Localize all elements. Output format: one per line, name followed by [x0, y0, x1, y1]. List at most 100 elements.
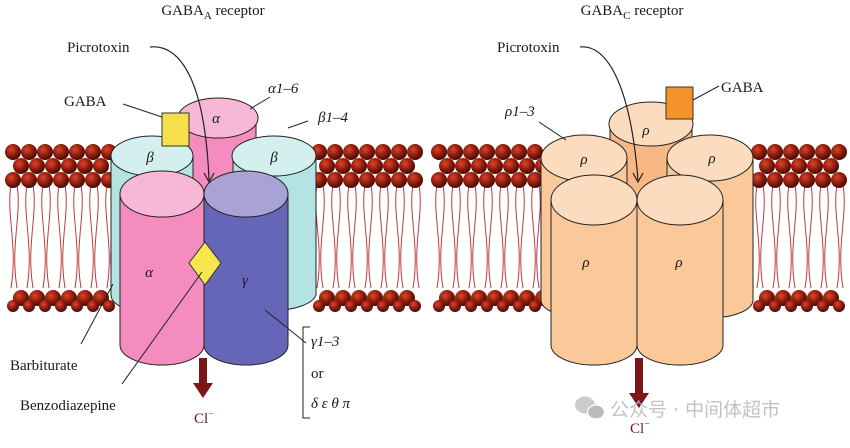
lipid-head: [77, 158, 93, 174]
lipid-head: [759, 158, 775, 174]
lipid-tail: [440, 184, 445, 289]
lipid-head: [69, 172, 85, 188]
lipid-tail: [771, 184, 776, 289]
lipid-tail: [776, 184, 781, 289]
rho-front-right-label: ρ: [674, 255, 682, 271]
gaba-a-panel: GABAA receptor α β β α: [10, 3, 351, 427]
lipid-head: [799, 144, 815, 160]
benzodiazepine-ligand-diamond: [188, 241, 222, 286]
lipid-tail: [808, 184, 813, 289]
lipid-head: [343, 144, 359, 160]
membrane-segment: [751, 144, 847, 312]
lipid-head: [513, 300, 525, 312]
gaba-c-gaba-label: GABA: [721, 80, 764, 96]
gaba-leader-line: [122, 103, 163, 118]
rho-front-left-label: ρ: [581, 255, 589, 271]
lipid-head: [359, 172, 375, 188]
picrotoxin-leader-line: [149, 46, 210, 181]
gaba-c-picrotoxin-label: Picrotoxin: [497, 40, 560, 56]
lipid-head: [313, 300, 325, 312]
lipid-tail: [536, 184, 541, 289]
lipid-head: [495, 172, 511, 188]
lipid-head: [319, 158, 335, 174]
lipid-tail: [57, 184, 62, 289]
lipid-head: [497, 300, 509, 312]
beta-right-label: β: [269, 150, 278, 166]
lipid-head: [495, 144, 511, 160]
lipid-tail: [488, 184, 493, 289]
lipid-tail: [472, 184, 477, 289]
lipid-head: [37, 172, 53, 188]
lipid-head: [465, 300, 477, 312]
subunit-front-alpha: α: [119, 170, 205, 366]
lipid-tail: [73, 184, 78, 289]
lipid-head: [519, 158, 535, 174]
lipid-tail: [94, 184, 99, 289]
lipid-head: [21, 172, 37, 188]
lipid-tail: [824, 184, 829, 289]
lipid-head: [29, 158, 45, 174]
lipid-tail: [384, 184, 389, 289]
picrotoxin-label: Picrotoxin: [67, 40, 130, 56]
benzodiazepine-leader-line: [121, 271, 203, 385]
lipid-head: [447, 144, 463, 160]
lipid-head: [481, 300, 493, 312]
lipid-head: [5, 172, 21, 188]
barbiturate-label: Barbiturate: [10, 358, 78, 374]
lipid-head: [409, 300, 421, 312]
alpha-family-label: α1–6: [268, 81, 299, 97]
lipid-head: [391, 172, 407, 188]
lipid-head: [767, 144, 783, 160]
lipid-tail: [30, 184, 35, 289]
lipid-head: [5, 144, 21, 160]
gaba-c-ligand-square: [665, 86, 694, 120]
lipid-head: [13, 158, 29, 174]
lipid-head: [7, 300, 19, 312]
lipid-head: [767, 172, 783, 188]
gaba-c-picrotoxin-arrowhead-icon: [632, 172, 644, 184]
lipid-tail: [483, 184, 488, 289]
lipid-head: [449, 300, 461, 312]
gaba-label: GABA: [64, 94, 107, 110]
membrane-segment: [311, 144, 423, 312]
lipid-tail: [835, 184, 840, 289]
lipid-head: [775, 158, 791, 174]
rho-back-label: ρ: [641, 123, 649, 139]
gaba-c-panel: GABAC receptor ρ ρ ρ ρ: [497, 3, 764, 437]
lipid-head: [753, 300, 765, 312]
lipid-head: [329, 300, 341, 312]
lipid-head: [407, 172, 423, 188]
lipid-head: [823, 158, 839, 174]
lipid-head: [327, 172, 343, 188]
lipid-tail: [819, 184, 824, 289]
lipid-head: [93, 158, 109, 174]
lipid-head: [751, 172, 767, 188]
picrotoxin-arrowhead-icon: [203, 172, 215, 184]
lipid-head: [21, 144, 37, 160]
lipid-tail: [451, 184, 456, 289]
subunit-rho-front-right: ρ: [636, 174, 724, 366]
gaba-c-gaba-leader-line: [692, 85, 720, 101]
rho-right-label: ρ: [707, 151, 715, 167]
lipid-head: [53, 144, 69, 160]
lipid-tail: [41, 184, 46, 289]
back-alpha-label: α: [212, 111, 221, 127]
gamma-family-bracket: [302, 326, 310, 419]
lipid-tail: [352, 184, 357, 289]
lipid-head: [103, 300, 115, 312]
lipid-head: [527, 172, 543, 188]
lipid-head: [343, 172, 359, 188]
lipid-head: [335, 158, 351, 174]
lipid-tail: [395, 184, 400, 289]
gaba-c-title: GABAC receptor: [581, 3, 684, 22]
lipid-head: [383, 158, 399, 174]
subunit-rho-front-left: ρ: [550, 174, 638, 366]
gaba-c-chloride-flux-arrow-icon: [629, 358, 649, 408]
lipid-head: [785, 300, 797, 312]
benzodiazepine-label: Benzodiazepine: [20, 398, 116, 414]
lipid-head: [817, 300, 829, 312]
lipid-head: [833, 300, 845, 312]
lipid-tail: [531, 184, 536, 289]
lipid-tail: [840, 184, 845, 289]
watermark: 公众号 · 中间体超市: [575, 396, 780, 421]
